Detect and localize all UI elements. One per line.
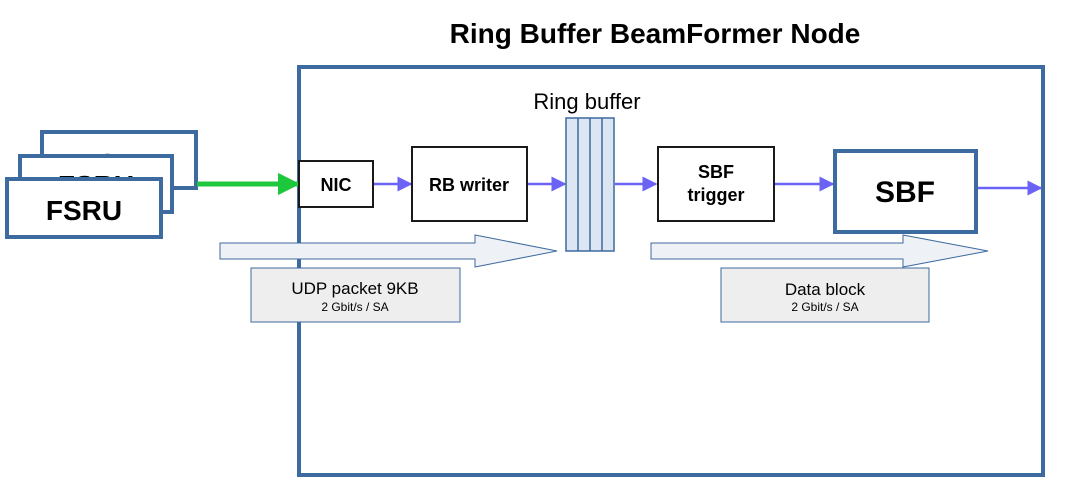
data-note-title: Data block — [785, 280, 866, 299]
data-flow-arrow — [650, 234, 989, 268]
ring-buffer — [565, 117, 615, 252]
udp-flow-arrow — [219, 234, 558, 268]
udp-note-title: UDP packet 9KB — [291, 279, 418, 298]
sbf-label: SBF — [875, 176, 935, 209]
udp-note-rate: 2 Gbit/s / SA — [321, 300, 388, 314]
rb-writer-label: RB writer — [429, 175, 509, 195]
sbf-trigger-label-line2: trigger — [687, 185, 744, 205]
sbf-trigger-label-line1: SBF — [698, 162, 734, 182]
nic-box — [298, 160, 374, 208]
fsru-box-front — [5, 177, 163, 239]
fsru-stack: FSRU FSRU FSRU — [5, 130, 198, 239]
fsru-label-front: FSRU — [46, 195, 122, 226]
data-note: Data block 2 Gbit/s / SA — [720, 267, 930, 323]
rb-writer-box — [411, 146, 528, 222]
data-note-rate: 2 Gbit/s / SA — [791, 300, 858, 314]
sbf-box — [833, 149, 978, 234]
udp-note: UDP packet 9KB 2 Gbit/s / SA — [250, 267, 461, 323]
nic-label: NIC — [321, 175, 352, 195]
diagram-title: Ring Buffer BeamFormer Node — [450, 18, 861, 49]
ring-buffer-label: Ring buffer — [533, 89, 640, 114]
sbf-trigger-box — [657, 146, 775, 222]
